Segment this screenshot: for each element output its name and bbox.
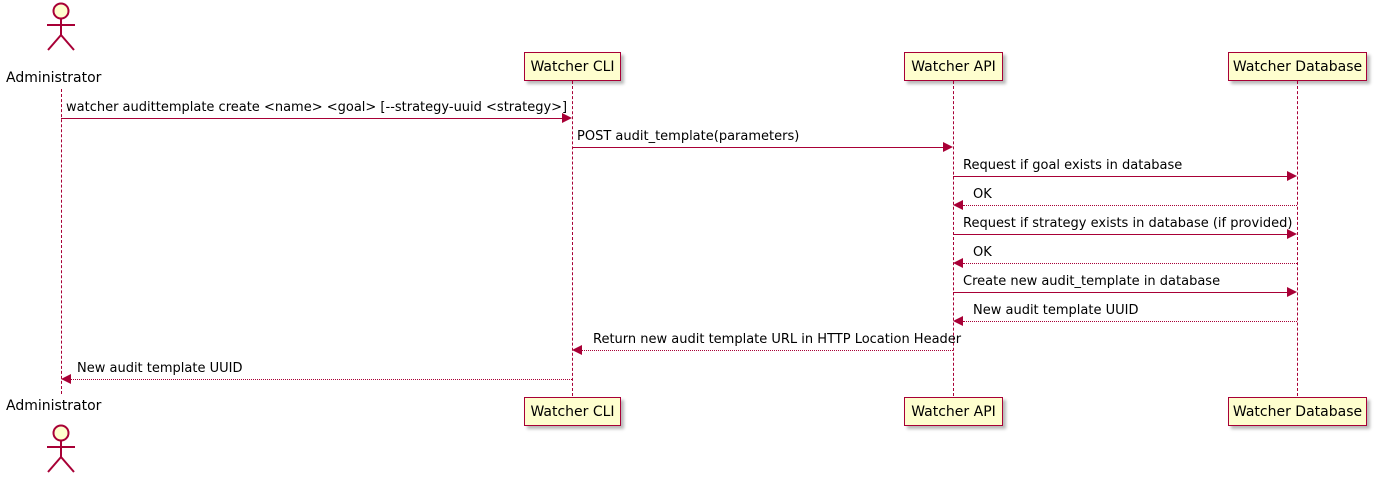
message-label-5: Request if strategy exists in database (…	[963, 216, 1293, 231]
message-label-3: Request if goal exists in database	[963, 158, 1183, 173]
message-arrowhead-4	[953, 200, 963, 210]
actor-administrator-bottom	[47, 424, 75, 473]
participant-watcher-cli-top[interactable]: Watcher CLI	[524, 52, 621, 81]
message-line-1	[61, 118, 562, 119]
message-label-6: OK	[973, 245, 992, 260]
message-line-6	[963, 263, 1297, 264]
participant-label: Watcher Database	[1232, 403, 1363, 420]
participant-watcher-api-bottom[interactable]: Watcher API	[904, 397, 1003, 426]
message-arrowhead-8	[953, 316, 963, 326]
message-label-4: OK	[973, 187, 992, 202]
message-label-8: New audit template UUID	[973, 303, 1139, 318]
message-arrowhead-7	[1287, 287, 1297, 297]
actor-label-administrator-bottom: Administrator	[6, 398, 102, 414]
message-label-9: Return new audit template URL in HTTP Lo…	[593, 332, 962, 347]
participant-label: Watcher Database	[1232, 58, 1363, 75]
message-label-1: watcher audittemplate create <name> <goa…	[66, 100, 568, 115]
lifeline-watcher-cli	[572, 81, 573, 396]
message-arrowhead-5	[1287, 229, 1297, 239]
message-line-9	[582, 350, 953, 351]
message-line-8	[963, 321, 1297, 322]
actor-administrator-top	[47, 2, 75, 51]
lifeline-watcher-api	[953, 81, 954, 396]
message-arrowhead-9	[572, 345, 582, 355]
message-line-10	[71, 379, 572, 380]
lifeline-watcher-database	[1297, 81, 1298, 396]
message-arrowhead-6	[953, 258, 963, 268]
message-arrowhead-3	[1287, 171, 1297, 181]
message-arrowhead-10	[61, 374, 71, 384]
lifeline-administrator	[61, 89, 62, 394]
message-line-7	[953, 292, 1287, 293]
message-line-3	[953, 176, 1287, 177]
participant-label: Watcher CLI	[530, 58, 615, 75]
participant-watcher-database-bottom[interactable]: Watcher Database	[1228, 397, 1367, 426]
message-line-4	[963, 205, 1297, 206]
message-label-10: New audit template UUID	[77, 361, 243, 376]
message-arrowhead-1	[562, 113, 572, 123]
message-arrowhead-2	[943, 142, 953, 152]
participant-label: Watcher CLI	[530, 403, 615, 420]
message-label-2: POST audit_template(parameters)	[577, 129, 800, 144]
message-line-2	[572, 147, 943, 148]
actor-label-administrator-top: Administrator	[6, 70, 102, 86]
participant-watcher-database-top[interactable]: Watcher Database	[1228, 52, 1367, 81]
message-label-7: Create new audit_template in database	[963, 274, 1221, 289]
participant-watcher-api-top[interactable]: Watcher API	[904, 52, 1003, 81]
message-line-5	[953, 234, 1287, 235]
participant-label: Watcher API	[911, 58, 996, 75]
participant-watcher-cli-bottom[interactable]: Watcher CLI	[524, 397, 621, 426]
participant-label: Watcher API	[911, 403, 996, 420]
